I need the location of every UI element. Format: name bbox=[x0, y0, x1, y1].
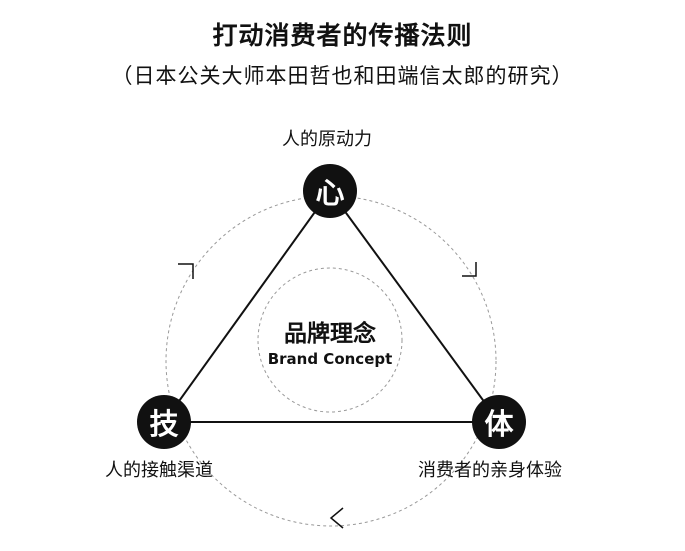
arrow-marker-bottom bbox=[329, 507, 344, 529]
center-concept-subtitle: Brand Concept bbox=[267, 350, 393, 368]
diagram-title: 打动消费者的传播法则 bbox=[212, 21, 473, 50]
node-heart: 心 bbox=[303, 164, 357, 218]
node-skill: 技 bbox=[137, 395, 191, 449]
node-right-label: 消费者的亲身体验 bbox=[418, 460, 562, 481]
edge-top-left bbox=[163, 190, 331, 423]
diagram-subtitle: （日本公关大师本田哲也和田端信太郎的研究） bbox=[111, 64, 574, 88]
node-heart-glyph: 心 bbox=[315, 176, 345, 210]
inner-dashed-circle bbox=[257, 267, 403, 413]
arrow-marker-right bbox=[462, 262, 477, 277]
node-body: 体 bbox=[472, 395, 526, 449]
outer-dashed-circle bbox=[165, 195, 497, 527]
node-left-label: 人的接触渠道 bbox=[105, 460, 213, 481]
edge-top-right bbox=[329, 190, 500, 423]
node-top-label: 人的原动力 bbox=[282, 129, 372, 150]
node-skill-glyph: 技 bbox=[149, 407, 179, 441]
center-concept-title: 品牌理念 bbox=[284, 321, 376, 347]
node-body-glyph: 体 bbox=[484, 407, 514, 441]
arrow-marker-left bbox=[178, 263, 194, 279]
